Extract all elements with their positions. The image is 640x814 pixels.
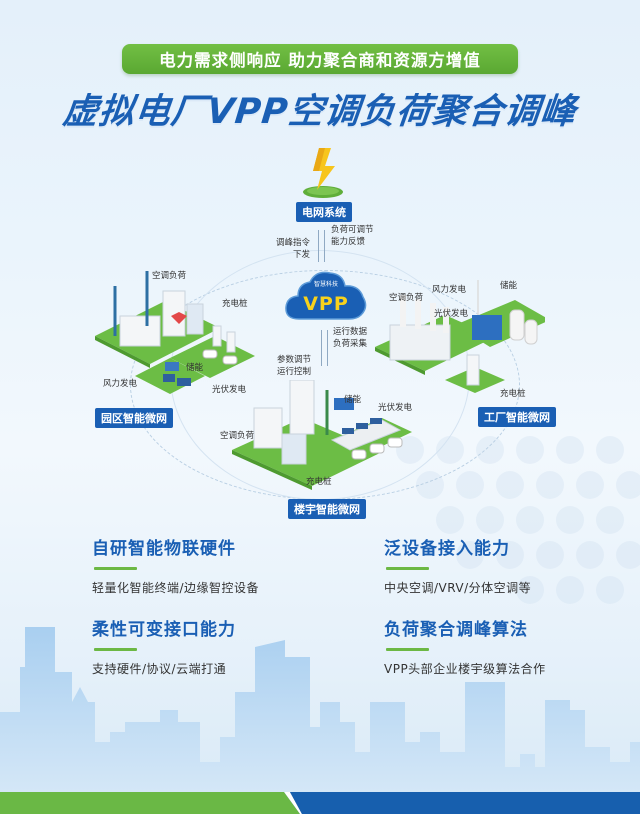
building-label-storage: 储能: [344, 395, 362, 405]
park-label-storage: 储能: [186, 363, 204, 373]
feature-title: 泛设备接入能力: [384, 539, 510, 559]
vpp-text: VPP: [303, 293, 349, 315]
feature-title: 柔性可变接口能力: [92, 620, 236, 640]
feature-desc: 轻量化智能终端/边缘智控设备: [92, 581, 260, 595]
feature-title: 负荷聚合调峰算法: [384, 620, 528, 640]
cloud-icon: [285, 271, 367, 320]
feature-desc: VPP头部企业楼宇级算法合作: [384, 662, 546, 676]
park-microgrid-illustration: [95, 271, 255, 394]
feature-flexible-interface: 柔性可变接口能力 支持硬件/协议/云端打通: [92, 615, 236, 677]
footer-divider: [262, 792, 302, 814]
lightning-bolt-icon: [303, 148, 343, 198]
parameter-control-label: 参数调节 运行控制: [277, 355, 312, 377]
factory-microgrid-illustration: [375, 280, 545, 393]
park-label-wind: 风力发电: [103, 379, 138, 389]
feature-desc: 中央空调/VRV/分体空调等: [384, 581, 532, 595]
footer-blue-bar: [280, 792, 640, 814]
page-title: 虚拟电厂VPP空调负荷聚合调峰: [60, 92, 579, 132]
building-label-solar-2: 光伏发电: [378, 403, 413, 413]
feature-iot-hardware: 自研智能物联硬件 轻量化智能终端/边缘智控设备: [92, 534, 259, 596]
feature-title: 自研智能物联硬件: [92, 539, 236, 559]
feature-underline: [386, 567, 429, 570]
dispatch-command-label: 调峰指令 下发: [276, 238, 311, 260]
city-skyline-decoration: [0, 627, 640, 792]
load-feedback-label: 负荷可调节 能力反馈: [331, 225, 374, 247]
feature-desc: 支持硬件/协议/云端打通: [92, 662, 227, 676]
hex-pattern-decoration: [396, 436, 640, 604]
park-label-solar: 光伏发电: [212, 385, 247, 395]
factory-label-ac-load: 空调负荷: [389, 293, 424, 303]
downlink-arrow: [318, 230, 319, 262]
factory-label-solar: 光伏发电: [434, 309, 469, 319]
factory-label-wind: 风力发电: [432, 285, 467, 295]
slogan-banner: 电力需求侧响应 助力聚合商和资源方增值: [122, 44, 518, 74]
building-microgrid-illustration: [232, 380, 412, 490]
factory-microgrid-label: 工厂智能微网: [478, 407, 556, 427]
park-label-charging: 充电桩: [222, 299, 248, 309]
control-arrow: [321, 330, 322, 366]
park-microgrid-label: 园区智能微网: [95, 408, 173, 428]
data-collection-label: 运行数据 负荷采集: [333, 327, 368, 349]
uplink-arrow: [324, 230, 325, 262]
feature-peak-algorithm: 负荷聚合调峰算法 VPP头部企业楼宇级算法合作: [384, 615, 546, 677]
park-label-ac-load: 空调负荷: [152, 271, 187, 281]
feature-underline: [94, 567, 137, 570]
building-microgrid-label: 楼宇智能微网: [288, 499, 366, 519]
feature-underline: [386, 648, 429, 651]
feature-device-access: 泛设备接入能力 中央空调/VRV/分体空调等: [384, 534, 531, 596]
vpp-cloud: 智慧科技 VPP: [283, 267, 369, 323]
data-arrow: [327, 330, 328, 366]
vpp-diagram: 电网系统 调峰指令 下发 负荷可调节 能力反馈 智慧科技 VPP 运行数据 负荷…: [0, 140, 640, 520]
factory-label-charging: 充电桩: [500, 389, 526, 399]
feature-underline: [94, 648, 137, 651]
vpp-logo: 智慧科技: [313, 281, 338, 288]
factory-label-storage: 储能: [500, 281, 518, 291]
building-label-charging: 充电桩: [306, 477, 332, 487]
building-label-ac-load: 空调负荷: [220, 431, 255, 441]
grid-system-label: 电网系统: [296, 202, 352, 222]
footer-green-bar: [0, 792, 290, 814]
